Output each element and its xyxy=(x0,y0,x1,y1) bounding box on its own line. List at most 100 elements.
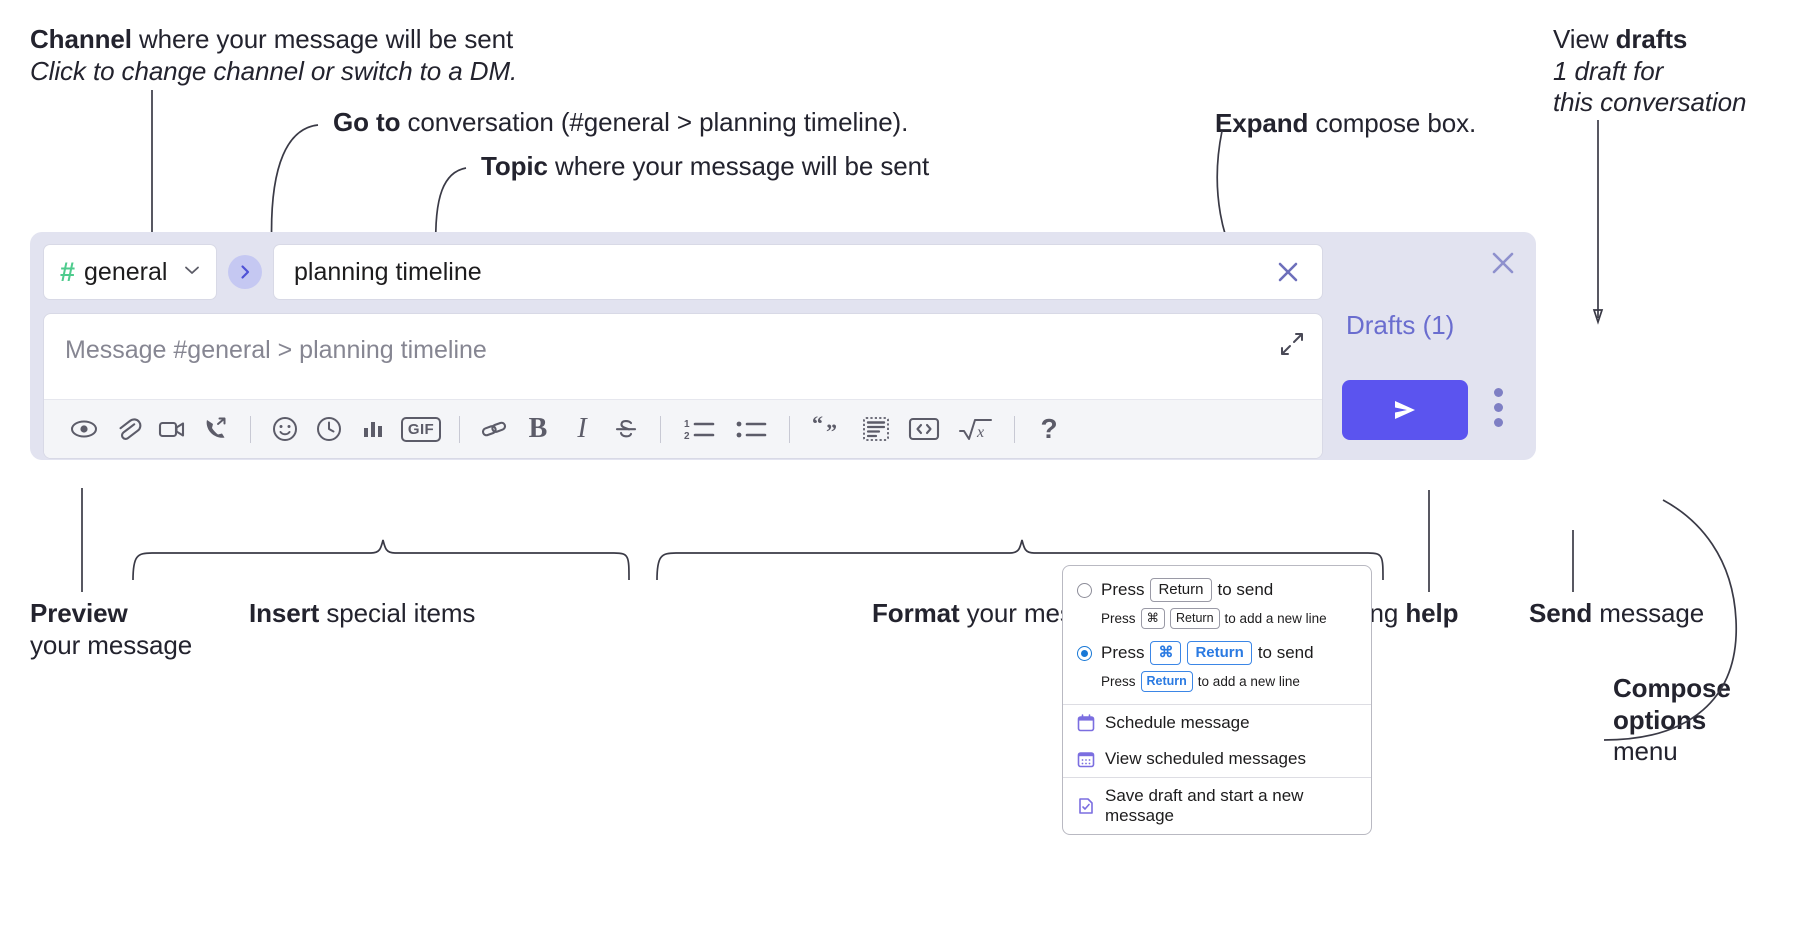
key-return: Return xyxy=(1150,578,1212,603)
opt0-sub-prefix: Press xyxy=(1101,611,1136,627)
preview-eye-icon[interactable] xyxy=(62,407,106,451)
channel-name-label: general xyxy=(84,257,168,286)
emoji-smiley-icon[interactable] xyxy=(263,407,307,451)
compose-right-rail: Drafts (1) xyxy=(1324,232,1536,460)
gif-label: GIF xyxy=(400,416,442,442)
annotation-channel-italic: Click to change channel or switch to a D… xyxy=(30,55,518,86)
italic-label: I xyxy=(577,413,587,444)
gif-icon[interactable]: GIF xyxy=(395,407,447,451)
menu-item-save-draft[interactable]: Save draft and start a new message xyxy=(1063,778,1371,834)
svg-text:”: ” xyxy=(826,419,837,443)
clock-icon[interactable] xyxy=(307,407,351,451)
key-return: Return xyxy=(1170,608,1220,630)
annotation-insert: Insert special items xyxy=(249,598,475,630)
code-block-icon[interactable] xyxy=(854,407,898,451)
link-icon[interactable] xyxy=(472,407,516,451)
chevron-down-icon xyxy=(182,260,202,285)
annotation-preview-bold: Preview xyxy=(30,598,128,628)
toolbar-divider xyxy=(459,415,460,443)
annotation-insert-rest: special items xyxy=(319,598,476,628)
annotation-compose-options: Compose options menu xyxy=(1613,673,1731,768)
menu-item-label: View scheduled messages xyxy=(1105,749,1306,769)
video-camera-icon[interactable] xyxy=(150,407,194,451)
menu-item-view-scheduled[interactable]: View scheduled messages xyxy=(1063,741,1371,777)
goto-conversation-button[interactable] xyxy=(228,255,262,289)
menu-item-label: Save draft and start a new message xyxy=(1105,786,1304,826)
annotation-channel-bold: Channel xyxy=(30,24,132,54)
hash-icon: # xyxy=(60,256,76,287)
compose-options-button[interactable] xyxy=(1494,388,1503,427)
send-option-cmd-return[interactable]: Press ⌘ Return to send xyxy=(1063,639,1371,667)
annotation-expand-bold: Expand xyxy=(1215,108,1309,138)
menu-item-schedule-message[interactable]: Schedule message xyxy=(1063,705,1371,741)
compose-options-menu: Press Return to send Press ⌘ Return to a… xyxy=(1062,565,1372,836)
phone-forward-icon[interactable] xyxy=(194,407,238,451)
send-option-return-label: Press Return to send xyxy=(1101,578,1274,603)
annotation-format-bold: Format xyxy=(872,598,960,628)
annotation-compose-options-l1: Compose xyxy=(1613,673,1731,703)
drafts-link[interactable]: Drafts (1) xyxy=(1346,310,1455,340)
radio-selected-icon[interactable] xyxy=(1077,645,1092,661)
svg-text:1: 1 xyxy=(684,419,690,430)
annotation-drafts-bold: drafts xyxy=(1615,24,1688,54)
send-option-return[interactable]: Press Return to send xyxy=(1063,576,1371,604)
topic-value: planning timeline xyxy=(294,257,482,286)
menu-divider xyxy=(1063,777,1371,779)
bold-label: B xyxy=(528,413,548,444)
expand-compose-icon[interactable] xyxy=(1278,330,1306,363)
send-option-cmd-return-label: Press ⌘ Return to send xyxy=(1101,641,1314,666)
annotation-compose-options-l2: options xyxy=(1613,704,1707,735)
annotation-insert-bold: Insert xyxy=(249,598,320,628)
toolbar-divider xyxy=(1014,415,1015,443)
key-return: Return xyxy=(1140,671,1193,693)
kebab-dot xyxy=(1494,388,1503,397)
help-label: ? xyxy=(1040,413,1058,444)
bold-icon[interactable]: B xyxy=(516,407,560,451)
opt0-suffix: to send xyxy=(1217,580,1274,600)
annotation-preview-rest: your message xyxy=(30,629,193,660)
math-icon[interactable]: x xyxy=(950,407,1002,451)
svg-text:2: 2 xyxy=(684,431,690,442)
annotation-drafts: View drafts 1 draft for this conversatio… xyxy=(1553,24,1747,119)
annotation-topic-rest: where your message will be sent xyxy=(547,151,930,181)
clear-topic-icon[interactable] xyxy=(1272,256,1304,288)
formatting-help-icon[interactable]: ? xyxy=(1027,407,1071,451)
opt1-sub-suffix: to add a new line xyxy=(1197,674,1300,690)
key-command: ⌘ xyxy=(1140,608,1166,630)
annotation-send: Send message xyxy=(1529,598,1704,630)
compose-inner: # general planning timeline xyxy=(43,244,1323,459)
annotation-topic: Topic where your message will be sent xyxy=(481,151,929,183)
channel-selector[interactable]: # general xyxy=(43,244,217,300)
message-input-box[interactable]: Message #general > planning timeline xyxy=(43,313,1323,459)
opt1-suffix: to send xyxy=(1257,643,1314,663)
annotation-topic-bold: Topic xyxy=(481,151,548,181)
topic-field[interactable]: planning timeline xyxy=(273,244,1323,300)
send-button[interactable] xyxy=(1342,380,1468,440)
strikethrough-icon[interactable] xyxy=(604,407,648,451)
blockquote-icon[interactable]: “ ” xyxy=(802,407,854,451)
opt0-sub-suffix: to add a new line xyxy=(1224,611,1327,627)
kebab-dot xyxy=(1494,403,1503,412)
annotation-send-rest: message xyxy=(1592,598,1705,628)
annotation-channel: Channel where your message will be sent … xyxy=(30,24,517,87)
italic-icon[interactable]: I xyxy=(560,407,604,451)
radio-unselected-icon[interactable] xyxy=(1077,582,1092,598)
attachment-paperclip-icon[interactable] xyxy=(106,407,150,451)
chevron-right-icon xyxy=(241,265,250,279)
ordered-list-icon[interactable]: 1 2 xyxy=(673,407,725,451)
annotation-send-bold: Send xyxy=(1529,598,1593,628)
compose-top-row: # general planning timeline xyxy=(43,244,1323,300)
menu-divider xyxy=(1063,704,1371,706)
poll-bar-chart-icon[interactable] xyxy=(351,407,395,451)
close-icon[interactable] xyxy=(1486,246,1520,285)
toolbar-divider xyxy=(789,415,790,443)
annotation-compose-options-l3: menu xyxy=(1613,736,1678,767)
compose-panel: # general planning timeline xyxy=(30,232,1536,460)
inline-code-icon[interactable] xyxy=(898,407,950,451)
send-arrow-icon xyxy=(1395,401,1415,419)
bulleted-list-icon[interactable] xyxy=(725,407,777,451)
send-option-return-hint: Press ⌘ Return to add a new line xyxy=(1063,604,1371,633)
kebab-dot xyxy=(1494,418,1503,427)
